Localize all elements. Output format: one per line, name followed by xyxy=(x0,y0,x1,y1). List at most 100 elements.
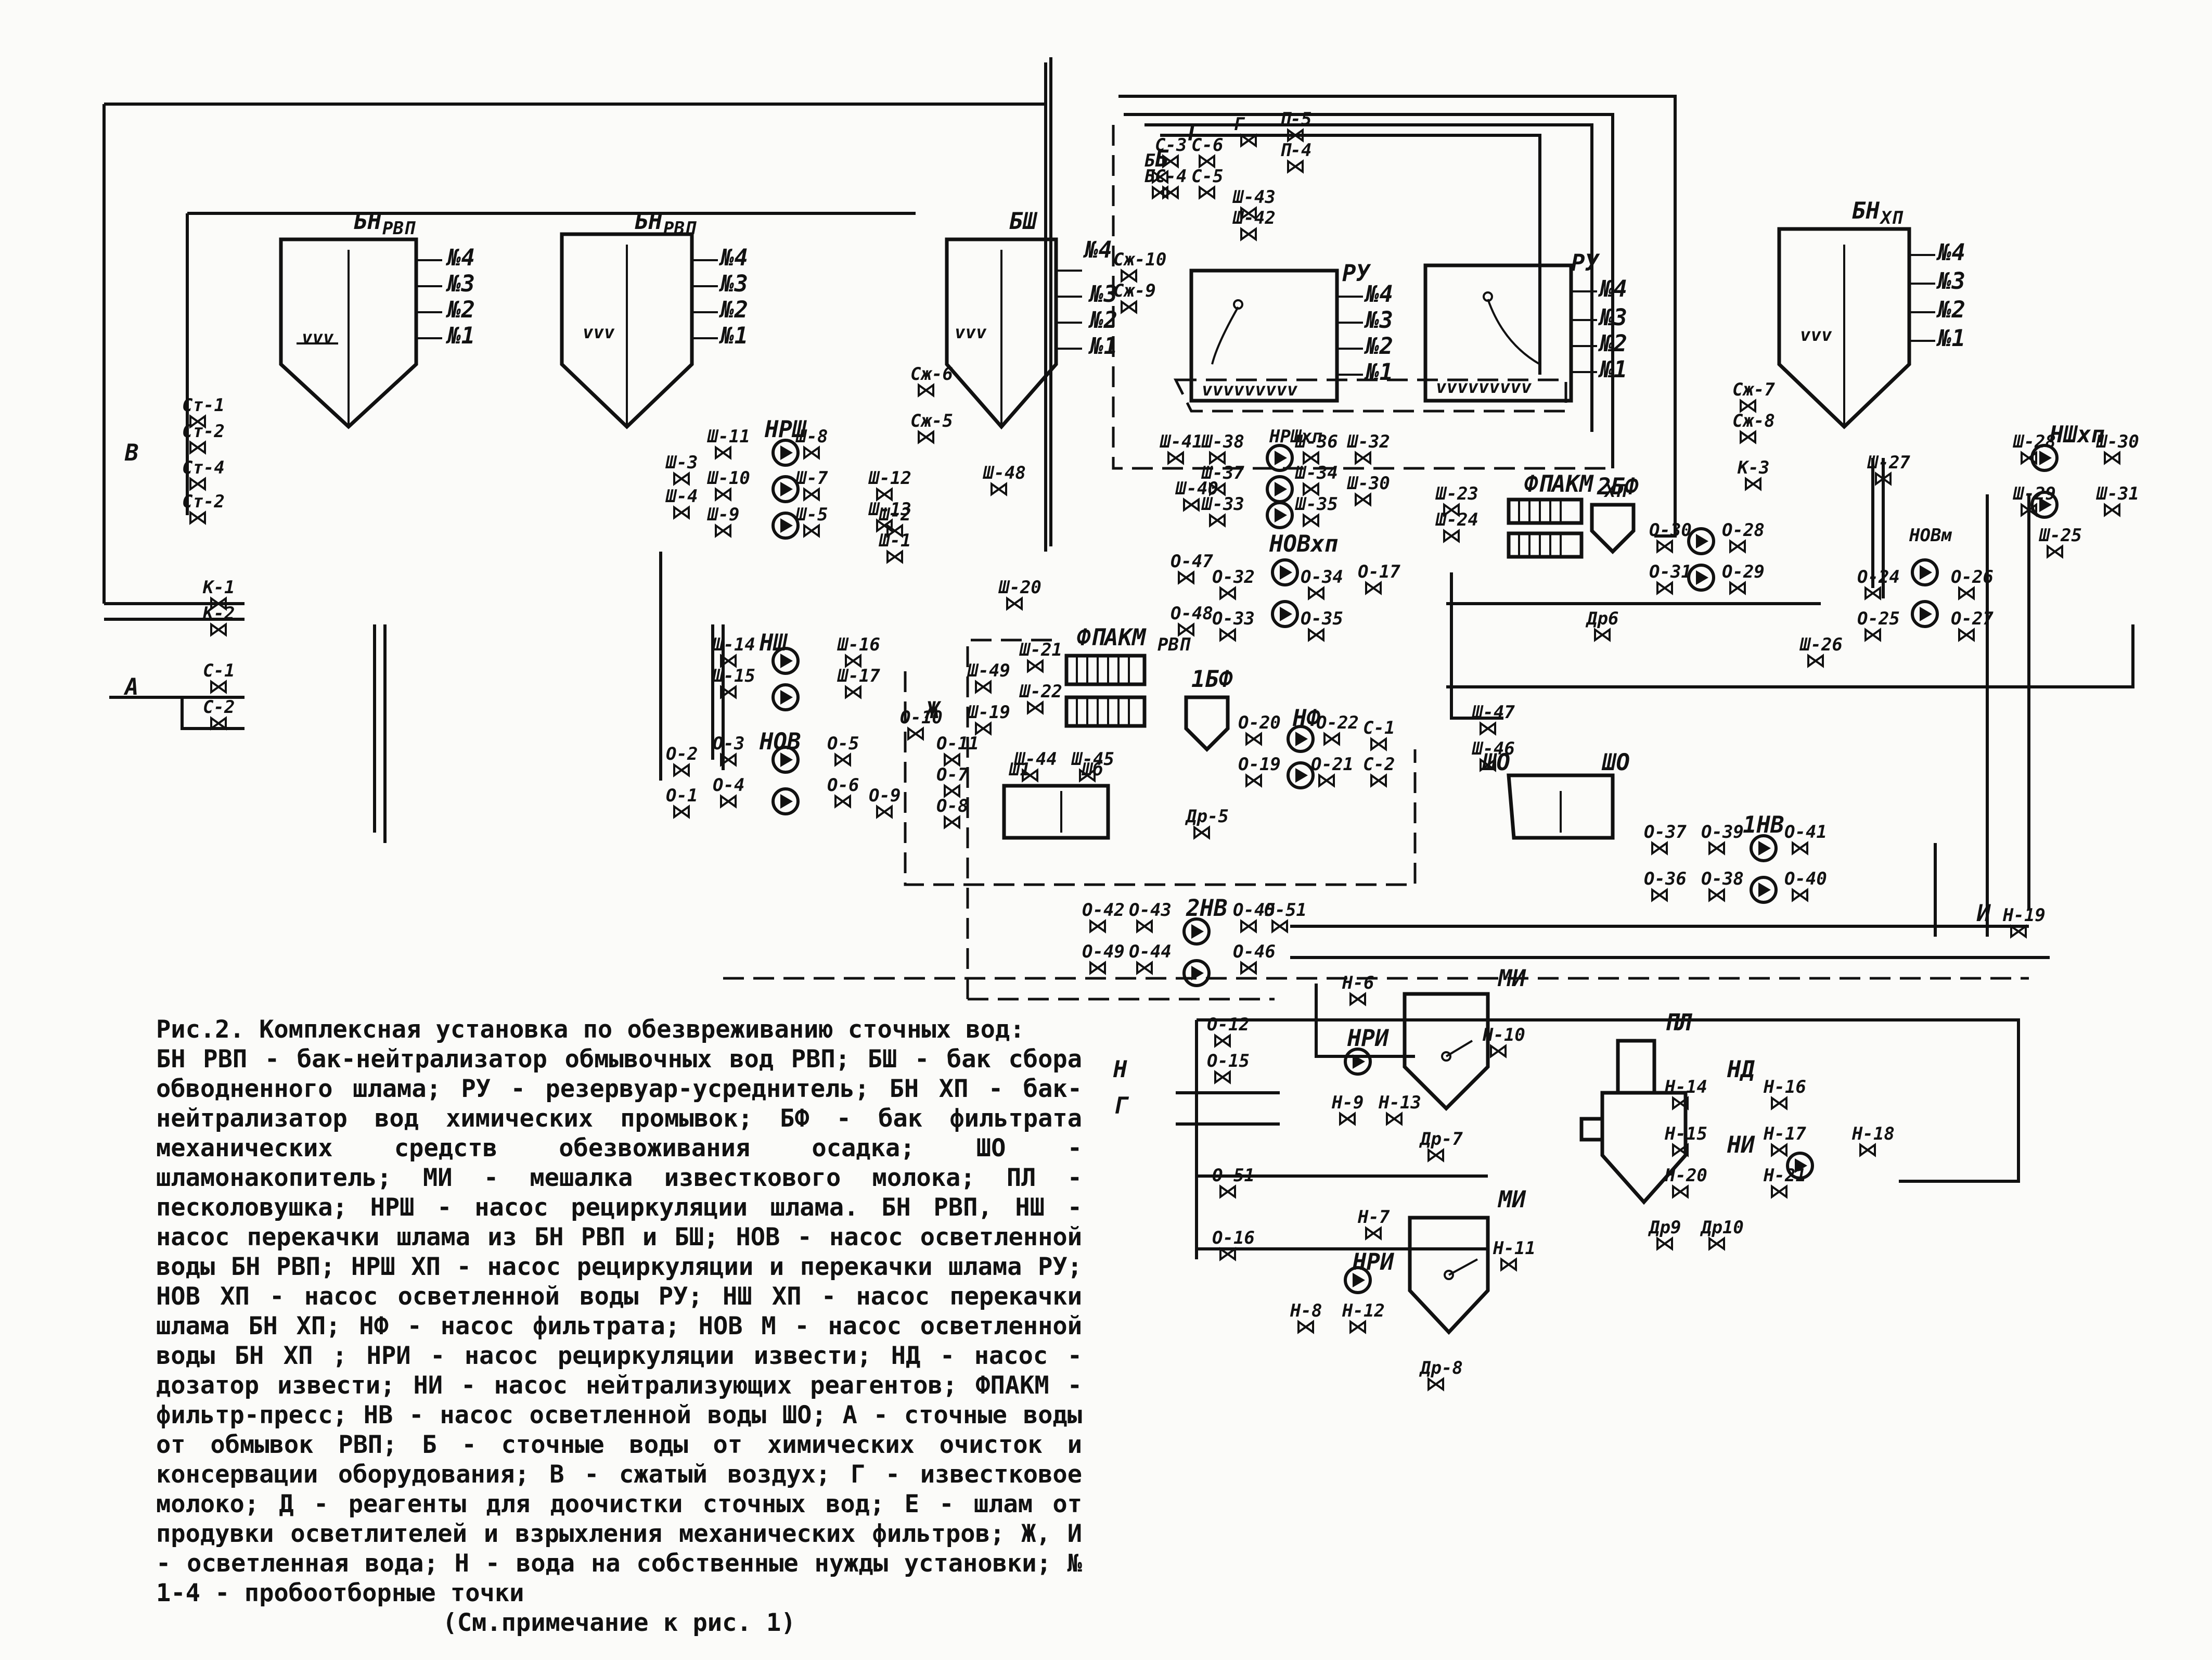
valve-icon xyxy=(1656,539,1673,554)
tank-mi-2: МИ xyxy=(1408,1186,1526,1335)
pump-icon xyxy=(771,647,800,675)
valve-icon xyxy=(1480,721,1496,736)
valve: О-22 xyxy=(1316,712,1359,746)
valve-icon xyxy=(1303,513,1319,528)
sample-point-3: №3 xyxy=(1936,268,1965,295)
valve-icon xyxy=(720,654,737,668)
pump-icon xyxy=(1191,966,1204,980)
valve-label: О-29 xyxy=(1722,561,1765,582)
pump-icon xyxy=(1344,1048,1372,1076)
pump-icon xyxy=(771,475,800,503)
valve-label: О-40 xyxy=(1784,869,1827,889)
valve: Н-14 xyxy=(1664,1077,1707,1110)
valve-label: О-7 xyxy=(936,764,969,785)
valve-icon xyxy=(1370,737,1387,751)
valve: Ш-8 xyxy=(795,426,828,460)
pump-icon xyxy=(1295,732,1308,746)
valve-icon xyxy=(1089,961,1106,975)
valve-label: О-21 xyxy=(1311,754,1354,775)
sample-point-3: №3 xyxy=(1088,281,1117,308)
valve-label: О-2 xyxy=(666,744,698,764)
valve: О-17 xyxy=(1358,561,1400,595)
sample-point-4: №4 xyxy=(1083,237,1112,263)
tank-bf-1-label: 1БФ xyxy=(1191,666,1233,693)
valve-icon xyxy=(189,510,206,525)
valve-label: О-5 xyxy=(827,733,859,754)
valve-label: Н-11 xyxy=(1493,1238,1536,1259)
sample-point-4: №4 xyxy=(1364,281,1393,308)
valve-label: Ш-11 xyxy=(706,426,750,447)
pump-icon xyxy=(771,746,800,774)
valve-label: Сж-5 xyxy=(910,411,953,431)
valve-icon xyxy=(1370,773,1387,788)
caption-description: БН РВП - бак-нейтрализатор обмывочных во… xyxy=(156,1045,1082,1607)
pump-label: НД xyxy=(1727,1056,1755,1083)
valve-label: Ш-38 xyxy=(1201,431,1244,452)
valve: Ш-38 xyxy=(1201,431,1244,465)
valve: О-9 xyxy=(869,785,901,819)
valve-label: С-2 xyxy=(203,697,235,718)
caption-title: Рис.2. Комплексная установка по обезвреж… xyxy=(156,1015,1025,1044)
pump-icon xyxy=(1795,1158,1807,1173)
valve: С-5 xyxy=(1191,166,1223,200)
main-pipelines xyxy=(102,57,2134,1259)
valve-label: Ш-7 xyxy=(795,468,828,489)
sample-point-3: №3 xyxy=(718,271,748,297)
sample-point-1: №1 xyxy=(1936,325,1965,352)
valve-icon xyxy=(210,716,227,731)
valve: Ш-14 xyxy=(712,634,755,668)
valve: О-51 xyxy=(1264,900,1307,934)
valve: О-28 xyxy=(1722,520,1765,554)
valve: Ш-4 xyxy=(665,486,698,520)
pump-icon xyxy=(771,683,800,711)
pump-icon xyxy=(771,787,800,815)
valve-icon xyxy=(1355,492,1371,507)
valve: Ш-16 xyxy=(837,634,880,668)
valve-icon xyxy=(1708,1236,1725,1251)
valve: Сж-10 xyxy=(1113,249,1166,283)
valve-icon xyxy=(1183,497,1200,512)
pump-icon xyxy=(1353,1054,1365,1069)
valve-label: Ш-22 xyxy=(1019,681,1062,702)
valve: О-34 xyxy=(1301,567,1343,601)
sample-point-4: №4 xyxy=(718,245,748,271)
tank-bnhp-label: БН xyxy=(1852,198,1880,224)
tank-bsh-label: БШ xyxy=(1009,208,1037,235)
valve-icon xyxy=(1594,628,1611,642)
sample-point-2: №2 xyxy=(718,297,748,323)
valve-label: С-3 xyxy=(1155,135,1187,156)
valve: О-20 xyxy=(1238,712,1281,746)
valve-icon xyxy=(876,487,893,502)
valve: Ш-32 xyxy=(1346,431,1390,465)
valve-label: Ш-32 xyxy=(1346,431,1390,452)
valve-icon xyxy=(1339,1112,1356,1126)
stream-a: А xyxy=(123,674,139,700)
valve-icon xyxy=(189,414,206,429)
valve-icon xyxy=(1219,586,1236,601)
valve-icon xyxy=(1209,513,1226,528)
valve: О-35 xyxy=(1301,608,1343,642)
pump-label: НРИ xyxy=(1352,1249,1394,1275)
valve: О-51 xyxy=(1212,1165,1255,1199)
valve-icon xyxy=(1245,732,1262,746)
valve-label: О-49 xyxy=(1082,941,1125,962)
pump-icon xyxy=(1344,1266,1372,1294)
pump-icon xyxy=(1191,924,1204,939)
valve-icon xyxy=(991,482,1007,496)
valve-icon xyxy=(1240,206,1257,221)
sample-point-3: №3 xyxy=(1598,304,1627,331)
pump-label: НШхп xyxy=(2049,422,2105,448)
valve-icon xyxy=(1297,1320,1314,1334)
valve: О-36 xyxy=(1644,869,1687,902)
valve: О-38 xyxy=(1701,869,1744,902)
valve-icon xyxy=(1121,300,1137,314)
valve: Н-19 xyxy=(2002,905,2046,939)
tank-bnrvp-1: vvv БН РВП №4 №3 №2 №1 xyxy=(279,208,475,429)
valve-icon xyxy=(1656,581,1673,595)
valve-label: Ш-49 xyxy=(967,660,1010,681)
valve-icon xyxy=(918,430,934,444)
valve-label: Ш-13 xyxy=(868,499,911,520)
valve: О-4 xyxy=(713,775,744,809)
tank-bnrvp-2-label: БН xyxy=(635,208,662,235)
valve-label: Др-5 xyxy=(1185,806,1229,827)
